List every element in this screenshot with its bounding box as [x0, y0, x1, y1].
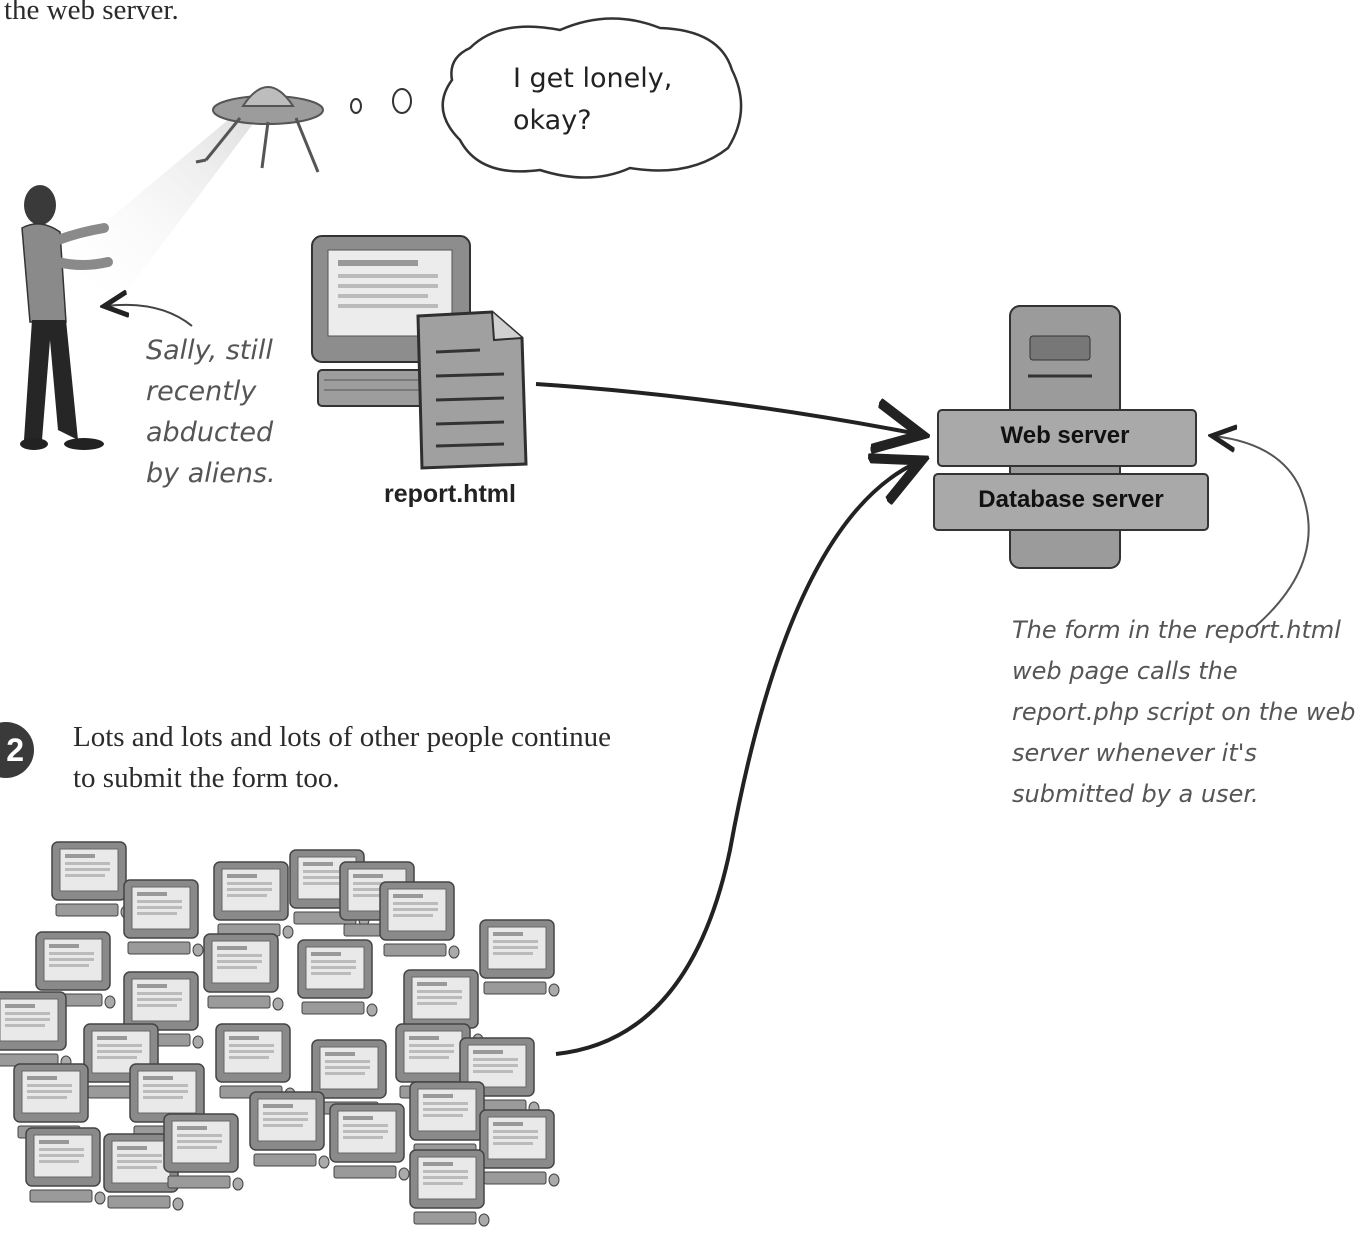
database-server-label: Database server	[978, 486, 1164, 513]
server-icon	[933, 305, 1209, 569]
intro-text: the web server.	[4, 0, 179, 26]
crowd-to-server-arrow	[555, 462, 918, 1056]
report-file-label: report.html	[384, 480, 516, 508]
report-to-server-arrow	[535, 382, 918, 434]
sally-caption: Sally, still recently abducted by aliens…	[146, 335, 276, 489]
abduction-beam	[60, 110, 262, 300]
web-server-label: Web server	[1000, 422, 1130, 449]
form-caption-arrow	[1214, 436, 1310, 627]
sally-arrow	[106, 305, 193, 327]
person-icon	[20, 185, 113, 450]
form-caption: The form in the report.html web page cal…	[1012, 616, 1356, 808]
thought-bubble	[350, 17, 743, 179]
step-text: Lots and lots and lots of other people c…	[73, 721, 612, 794]
computer-crowd-icon	[0, 841, 560, 1227]
thought-bubble-text: I get lonely, okay?	[513, 63, 673, 136]
document-icon	[416, 310, 528, 470]
ufo-icon	[195, 86, 324, 173]
